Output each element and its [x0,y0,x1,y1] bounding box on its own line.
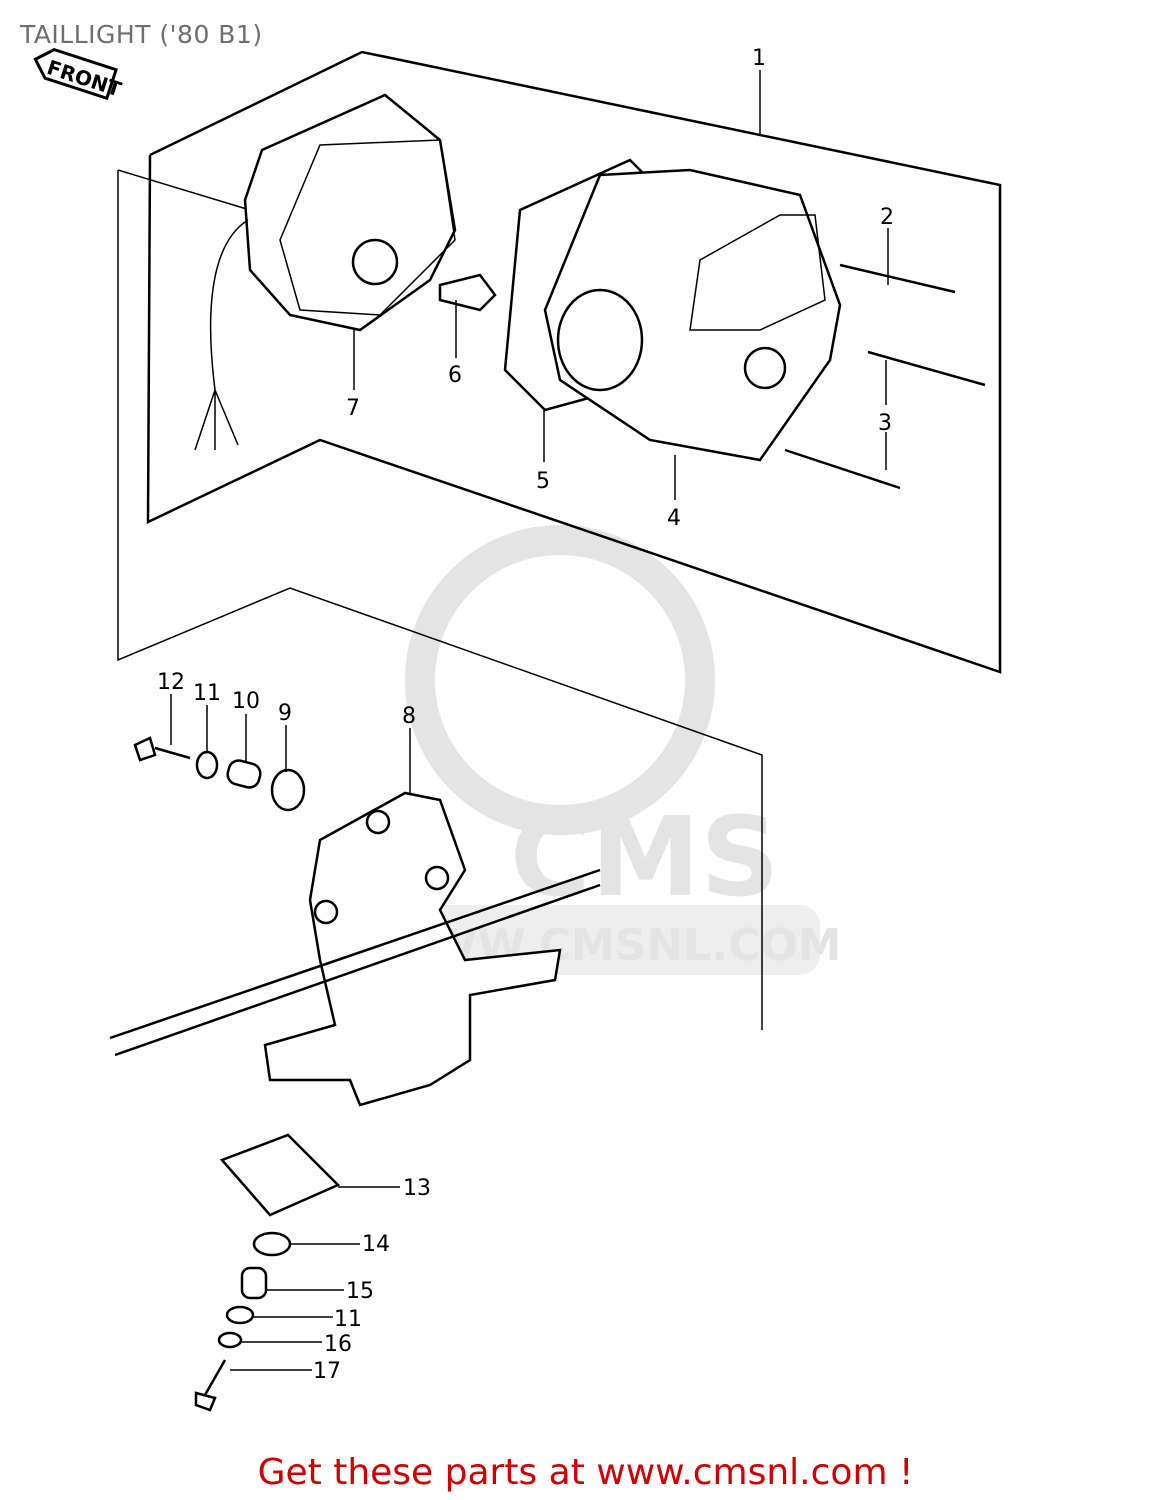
part-13-plate [219,1133,341,1217]
assembly-panel-back [117,169,251,211]
part-8-hole [365,809,391,835]
callout-12: 12 [157,670,185,695]
leader-lines [170,70,889,1371]
part-2-screw [839,263,956,294]
part-16-nut [217,1331,243,1349]
part-4-reflector [556,288,644,392]
callout-8: 8 [402,704,416,729]
callout-3: 3 [878,411,892,436]
callout-10: 10 [232,689,260,714]
part-12-bolt [133,736,191,762]
callout-1: 1 [752,46,766,71]
diagram-title: TAILLIGHT ('80 B1) [20,20,263,49]
callout-6: 6 [448,363,462,388]
callout-13: 13 [403,1176,431,1201]
callout-15: 15 [346,1279,374,1304]
part-10-collar [226,759,262,789]
callout-4: 4 [667,506,681,531]
part-8-hole [313,899,339,925]
part-14-washer [252,1231,292,1257]
part-4-lens-window [689,214,826,331]
callout-7: 7 [346,396,360,421]
part-8-hole [424,865,450,891]
callout-17: 17 [313,1359,341,1384]
front-arrow-icon: FRONT [33,48,125,102]
part-3-screw-b [784,448,901,490]
shop-link[interactable]: Get these parts at www.cmsnl.com ! [257,1452,914,1493]
part-7-socket [351,238,399,286]
part-15-collar [240,1266,268,1300]
part-9-grommet [270,768,306,812]
watermark-logo-icon [405,525,715,835]
part-7-lamp-base [243,93,457,332]
callout-11-lower: 11 [334,1307,362,1332]
part-17-bolt [194,1359,227,1412]
assembly-panel-upper [146,50,1002,674]
part-8-bracket [263,791,562,1107]
part-11-washer-lower [225,1305,255,1325]
callout-9: 9 [278,701,292,726]
part-3-screw-a [867,350,986,387]
watermark-url-bg [360,905,820,975]
part-6-bulb [438,273,497,312]
callout-16: 16 [324,1332,352,1357]
part-11-washer [195,750,219,780]
part-7-inner [279,139,456,316]
panel-edge [117,170,763,1030]
axle-shaft [109,868,601,1057]
part-4-center-boss [743,346,787,390]
callout-2: 2 [880,205,894,230]
callout-14: 14 [362,1232,390,1257]
part-7-wires [194,219,249,451]
callout-5: 5 [536,469,550,494]
callout-11: 11 [193,681,221,706]
